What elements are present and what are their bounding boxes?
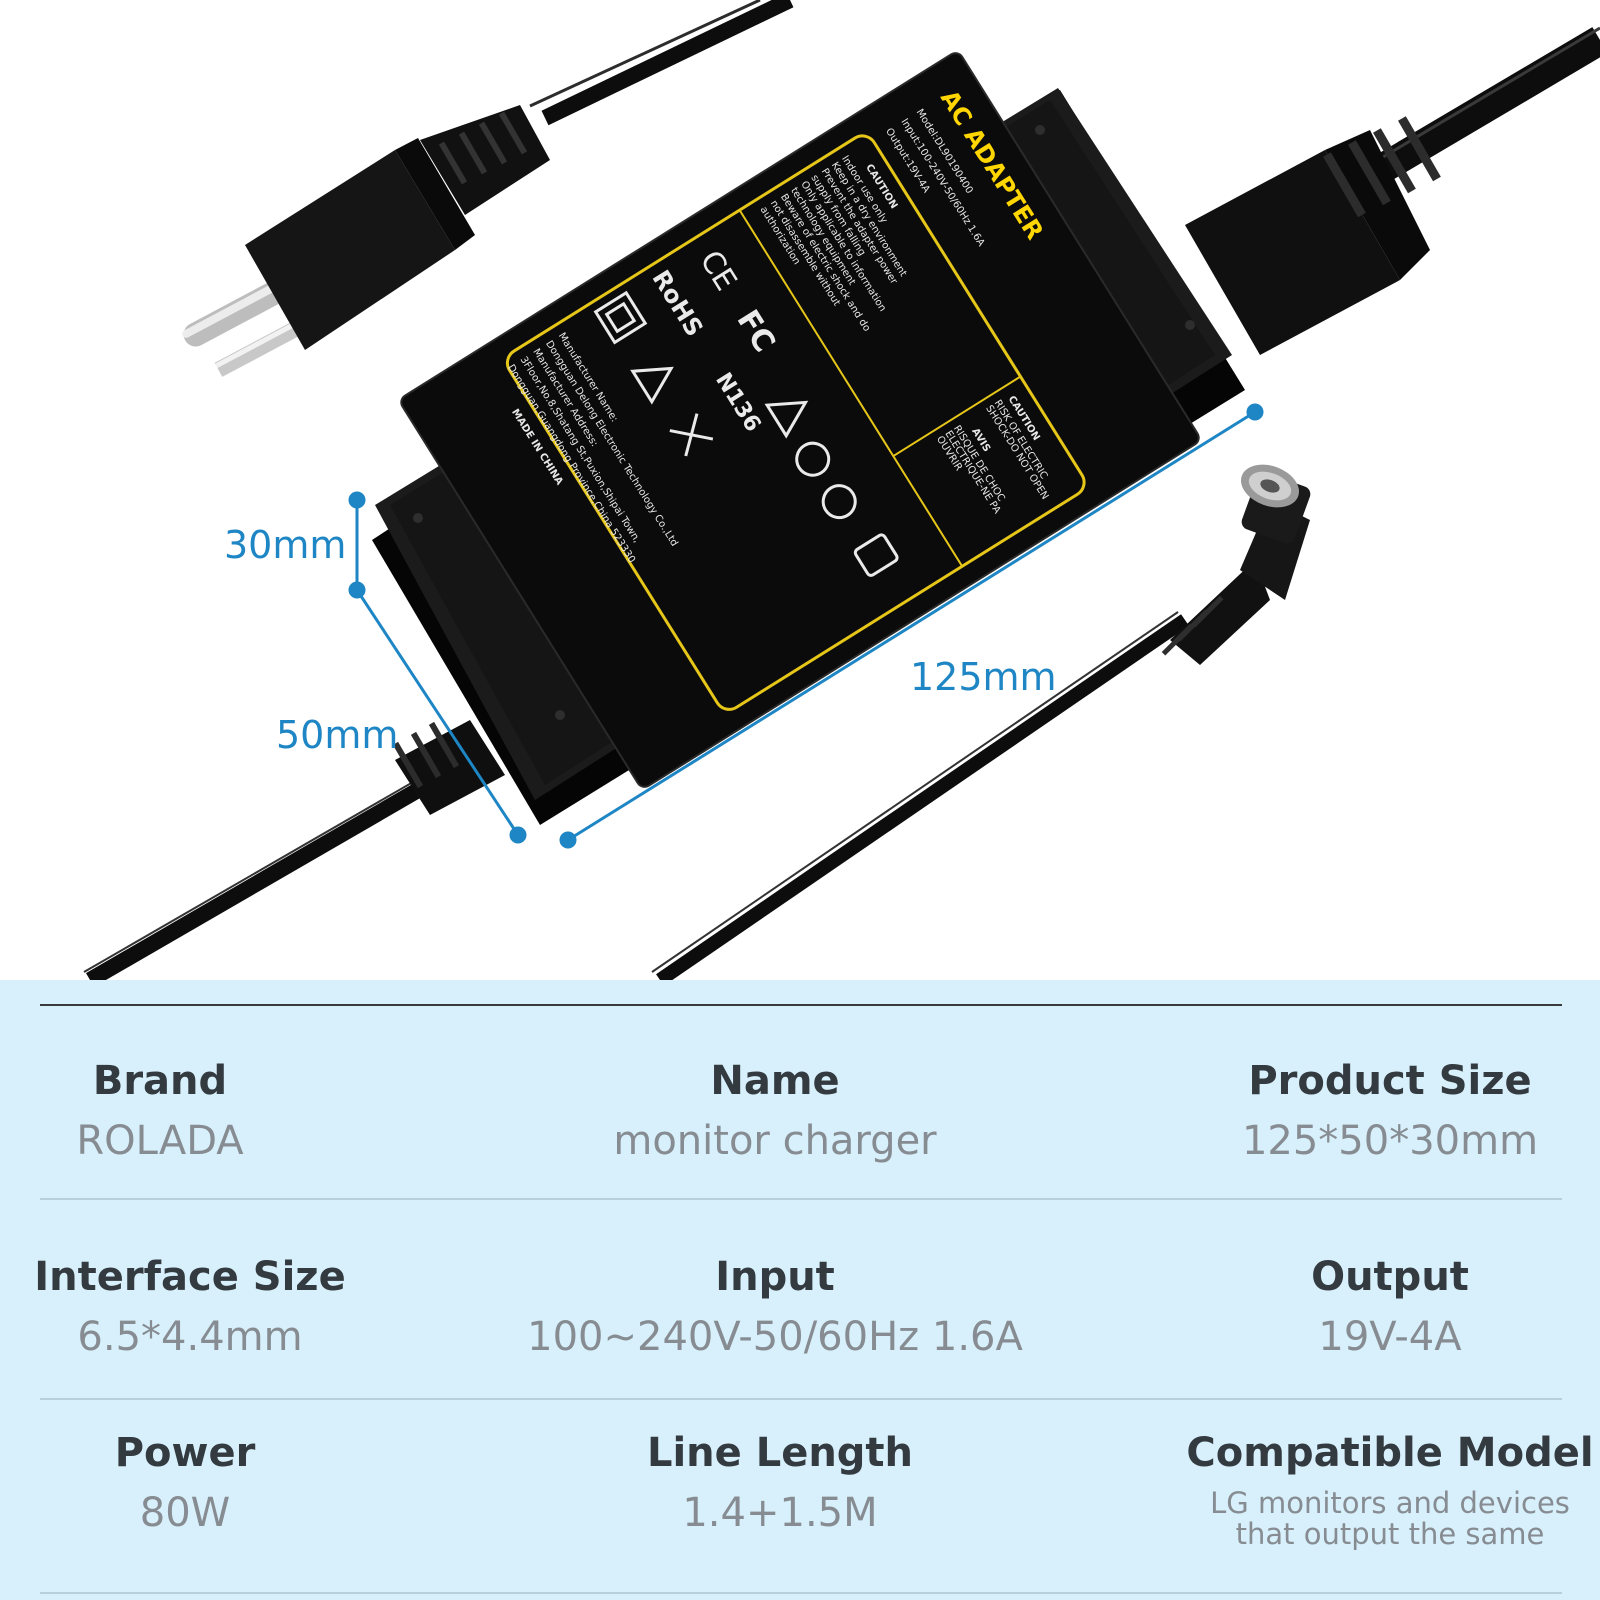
spec-line-length: Line Length 1.4+1.5M — [600, 1430, 960, 1536]
spec-value: 6.5*4.4mm — [77, 1314, 303, 1360]
spec-label: Interface Size — [34, 1254, 346, 1300]
spec-product-size: Product Size 125*50*30mm — [1200, 1058, 1580, 1164]
ac-cable — [529, 0, 794, 126]
product-photo: AC ADAPTER Model:DL90190400 Input:100-24… — [83, 0, 1600, 980]
spec-value: 1.4+1.5M — [682, 1490, 878, 1536]
spec-value: monitor charger — [613, 1118, 937, 1164]
spec-value: LG monitors and devices that output the … — [1180, 1488, 1600, 1550]
spec-label: Line Length — [646, 1430, 914, 1476]
spec-brand: Brand ROLADA — [60, 1058, 260, 1164]
spec-label: Brand — [92, 1058, 228, 1104]
top-divider — [40, 1004, 1562, 1006]
dc-cable — [651, 611, 1189, 980]
spec-value: 125*50*30mm — [1241, 1118, 1539, 1164]
dimension-lines — [348, 403, 1264, 849]
row-divider — [40, 1198, 1562, 1200]
row-divider — [40, 1398, 1562, 1400]
spec-name: Name monitor charger — [565, 1058, 985, 1164]
spec-label: Product Size — [1248, 1058, 1532, 1104]
spec-label: Output — [1311, 1254, 1469, 1300]
spec-label: Compatible Model — [1186, 1430, 1594, 1476]
dimension-width-label: 50mm — [276, 713, 398, 757]
spec-value: 19V-4A — [1318, 1314, 1462, 1360]
spec-value: ROLADA — [76, 1118, 244, 1164]
spec-value: 80W — [139, 1490, 231, 1536]
certification-icons — [593, 290, 899, 577]
spec-value-line: that output the same — [1235, 1517, 1545, 1551]
spec-output: Output 19V-4A — [1240, 1254, 1540, 1360]
spec-power: Power 80W — [85, 1430, 285, 1536]
spec-panel: Brand ROLADA Name monitor charger Produc… — [0, 980, 1600, 1600]
ac-plug — [182, 105, 550, 377]
input-cable — [83, 751, 475, 980]
spec-value-line: LG monitors and devices — [1210, 1486, 1570, 1520]
spec-interface-size: Interface Size 6.5*4.4mm — [30, 1254, 350, 1360]
dc-connector — [1161, 464, 1311, 665]
adapter-label: AC ADAPTER Model:DL90190400 Input:100-24… — [400, 52, 1200, 788]
output-cable — [1372, 26, 1600, 183]
spec-value: 100~240V-50/60Hz 1.6A — [527, 1314, 1023, 1360]
spec-label: Power — [114, 1430, 256, 1476]
spec-label: Name — [710, 1058, 840, 1104]
dimension-height-label: 30mm — [224, 523, 346, 567]
spec-input: Input 100~240V-50/60Hz 1.6A — [505, 1254, 1045, 1360]
spec-label: Input — [715, 1254, 835, 1300]
dimension-length-label: 125mm — [910, 655, 1057, 699]
spec-compatible-model: Compatible Model LG monitors and devices… — [1180, 1430, 1600, 1550]
bottom-divider — [40, 1592, 1562, 1594]
